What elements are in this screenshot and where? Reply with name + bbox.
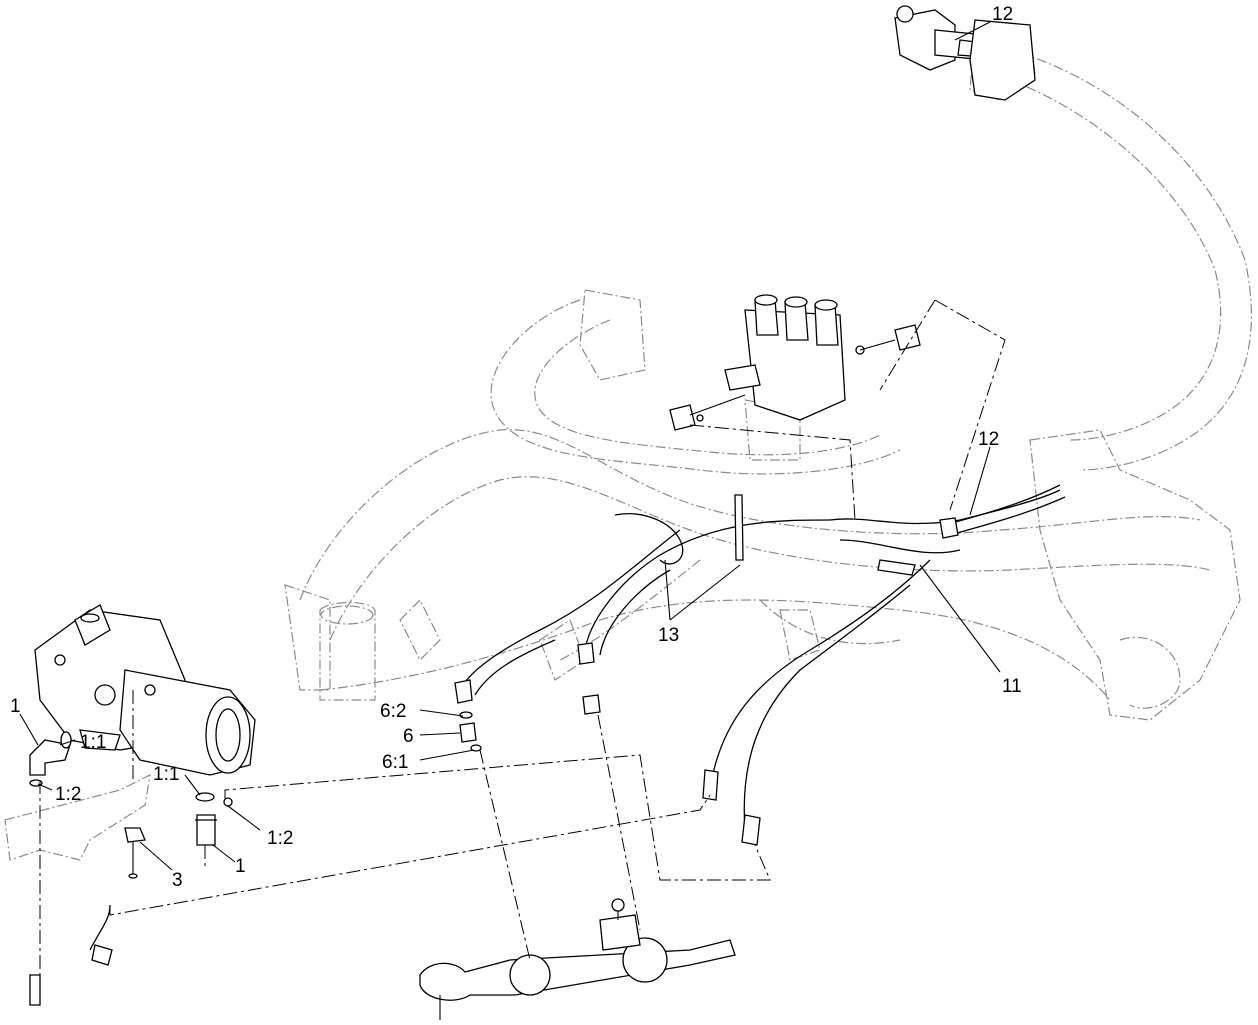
callout-1-2-left: 1:2 — [55, 784, 81, 805]
routing-paths — [109, 299, 1006, 961]
callout-6-1: 6:1 — [382, 752, 408, 773]
callout-6: 6 — [403, 726, 414, 747]
callout-1-bottom: 1 — [235, 856, 246, 877]
callout-labels: 12 12 13 11 6:2 6 6:1 1 1:1 1:2 1:1 1:2 … — [10, 4, 1022, 891]
callout-6-2: 6:2 — [380, 701, 406, 722]
callout-1-1-right: 1:1 — [153, 764, 179, 785]
callout-1-2-right: 1:2 — [267, 828, 293, 849]
solenoid-valve-block — [669, 294, 921, 431]
callout-3: 3 — [172, 870, 183, 891]
callout-12-mid: 12 — [978, 429, 999, 450]
callout-13: 13 — [658, 625, 679, 646]
callout-12-top: 12 — [992, 4, 1013, 25]
callout-1-1-left: 1:1 — [80, 732, 106, 753]
hydraulic-hoses — [454, 484, 1066, 846]
elbow-fitting-left — [29, 731, 72, 787]
callout-1-left: 1 — [10, 696, 21, 717]
callout-leaders — [19, 21, 1001, 871]
callout-11: 11 — [1002, 676, 1022, 697]
steering-cylinder — [419, 898, 736, 1020]
steering-column-valve — [894, 5, 1036, 101]
hydraulic-pump-assembly — [34, 604, 256, 776]
mount-bracket — [4, 773, 151, 879]
chassis-frame-outline — [284, 29, 1252, 721]
straight-fitting-right — [195, 792, 233, 846]
